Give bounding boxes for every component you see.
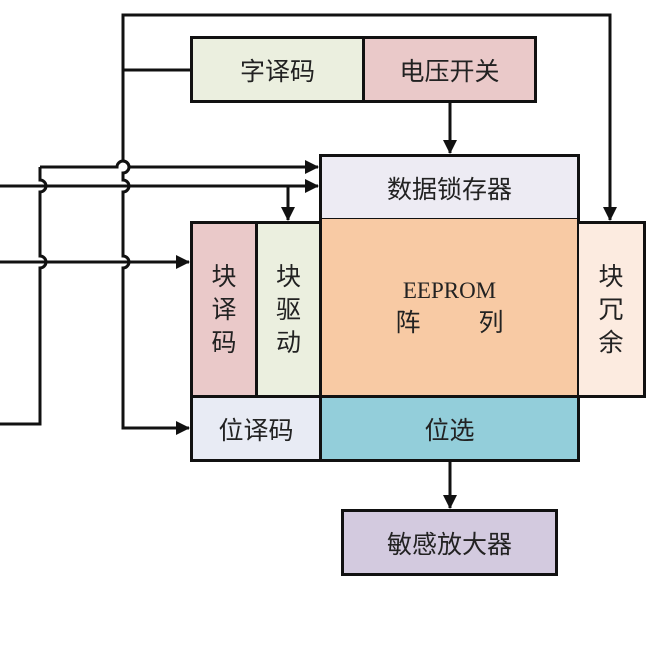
- eeprom-title: EEPROM: [402, 278, 497, 303]
- block-driver-char: 驱: [275, 295, 301, 324]
- data-latch-block: 数据锁存器: [319, 154, 580, 221]
- line-input-1-to-latch: [40, 159, 319, 174]
- bit-select-label: 位选: [424, 415, 475, 445]
- bit-decoder-label: 位译码: [218, 415, 294, 445]
- block-redundancy-block: 块 冗 余: [578, 221, 646, 398]
- line-word-decoder-to-bit-decoder: [121, 70, 190, 435]
- data-latch-label: 数据锁存器: [386, 174, 512, 204]
- block-decoder-char: 块: [211, 262, 237, 291]
- block-decoder-char: 译: [211, 295, 237, 324]
- sense-amplifier-block: 敏感放大器: [341, 509, 558, 576]
- block-driver-char: 块: [275, 262, 301, 291]
- block-redundancy-char: 冗: [598, 295, 624, 324]
- voltage-switch-block: 电压开关: [362, 36, 537, 103]
- bit-select-block: 位选: [319, 395, 580, 462]
- bit-decoder-block: 位译码: [190, 395, 322, 462]
- block-redundancy-char: 余: [598, 328, 624, 357]
- eeprom-subtitle: 阵 列: [395, 308, 504, 337]
- word-decoder-block: 字译码: [190, 36, 365, 103]
- eeprom-array-block: EEPROM 阵 列: [319, 218, 580, 398]
- block-decoder-char: 码: [211, 328, 237, 357]
- block-driver-block: 块 驱 动: [255, 221, 322, 398]
- block-driver-char: 动: [275, 328, 301, 357]
- block-decoder-block: 块 译 码: [190, 221, 258, 398]
- sense-amplifier-label: 敏感放大器: [386, 529, 512, 559]
- line-input-1-vertical: [0, 167, 48, 426]
- line-word-decoder-to-redundancy: [121, 13, 610, 220]
- word-decoder-label: 字译码: [239, 56, 315, 86]
- block-redundancy-char: 块: [598, 262, 624, 291]
- voltage-switch-label: 电压开关: [399, 56, 500, 86]
